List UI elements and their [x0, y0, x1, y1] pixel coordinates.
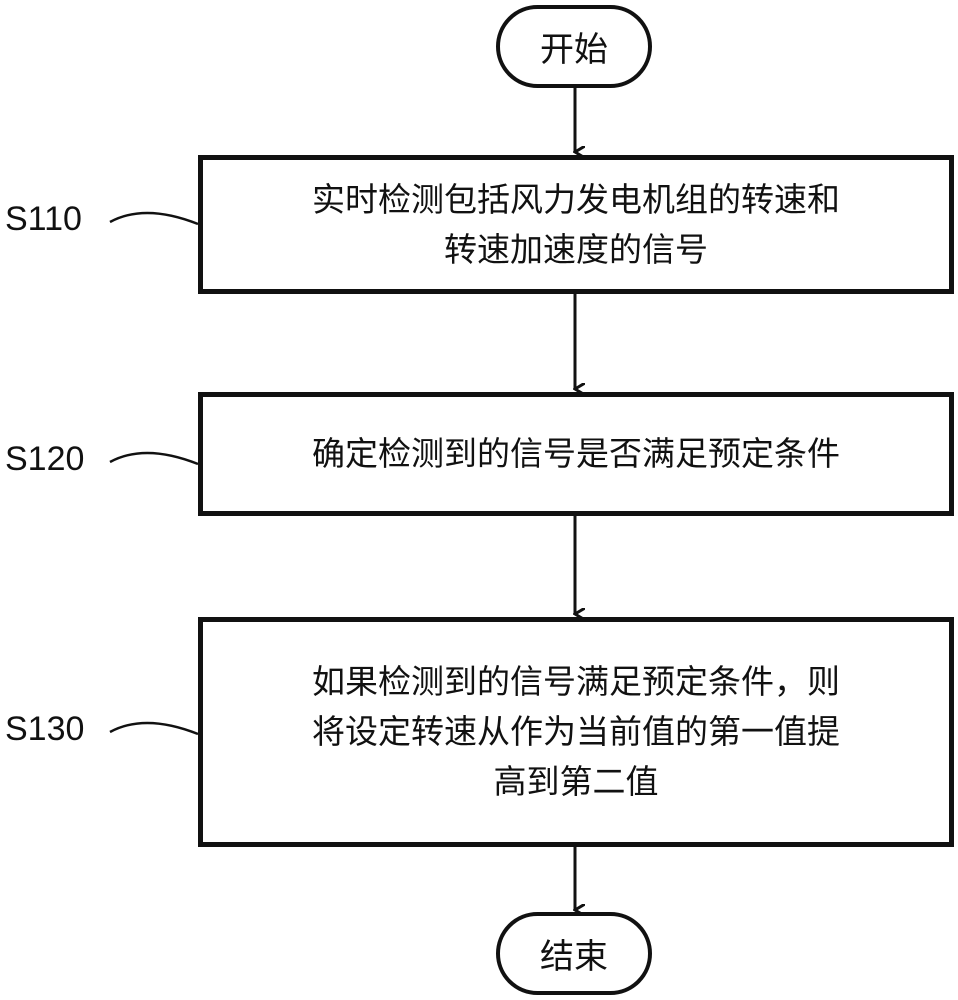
step-id-s120: S120 [5, 440, 85, 478]
step-s120-line-1: 确定检测到的信号是否满足预定条件 [312, 434, 840, 473]
step-s110-line-1: 实时检测包括风力发电机组的转速和 [312, 179, 840, 219]
step-box-s120: 确定检测到的信号是否满足预定条件 [198, 392, 954, 516]
start-terminal: 开始 [496, 5, 652, 88]
end-terminal: 结束 [496, 912, 652, 995]
step-id-s130: S130 [5, 710, 85, 748]
leader-s110 [109, 211, 199, 226]
step-box-s130: 如果检测到的信号满足预定条件，则 将设定转速从作为当前值的第一值提 高到第二值 [198, 617, 954, 847]
end-label: 结束 [540, 937, 608, 977]
step-id-s110: S110 [5, 200, 82, 238]
step-s130-line-2: 将设定转速从作为当前值的第一值提 [312, 712, 840, 751]
step-s130-line-3: 高到第二值 [493, 762, 659, 801]
leader-s120 [109, 451, 199, 466]
leader-s130 [109, 721, 199, 736]
step-s130-line-1: 如果检测到的信号满足预定条件，则 [312, 662, 840, 701]
start-label: 开始 [540, 30, 608, 70]
step-box-s110: 实时检测包括风力发电机组的转速和 转速加速度的信号 [198, 155, 954, 294]
step-s110-line-2: 转速加速度的信号 [444, 229, 708, 269]
